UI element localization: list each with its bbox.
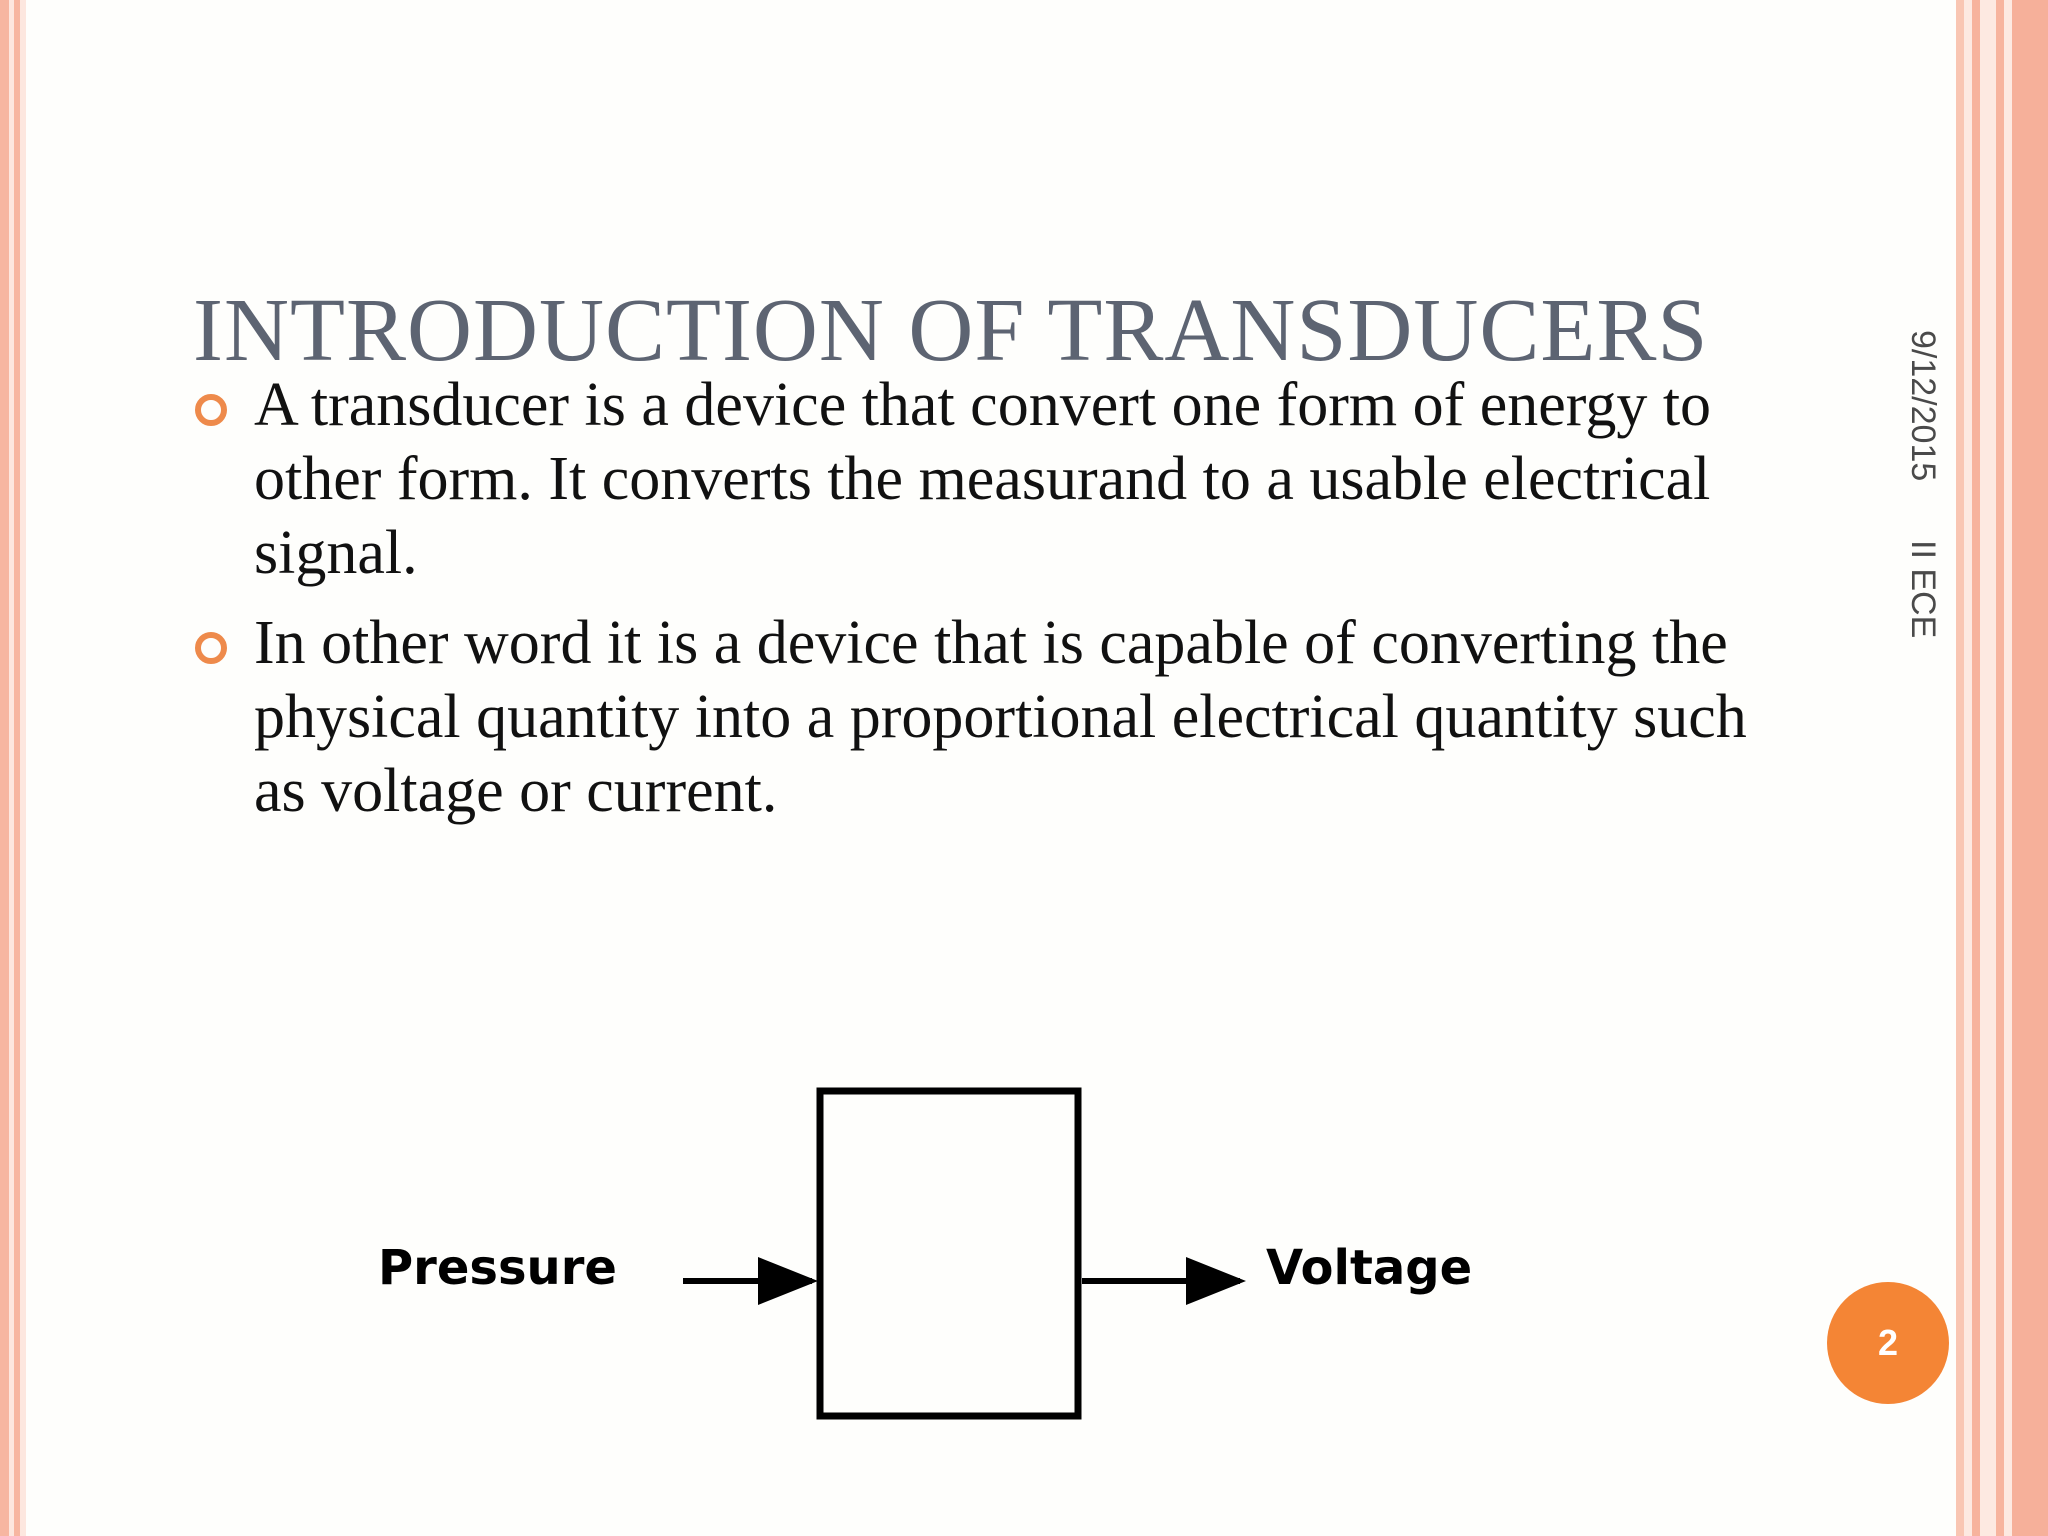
bullet-text: In other word it is a device that is cap…: [254, 609, 1747, 825]
bullet-list: A transducer is a device that convert on…: [188, 368, 1808, 844]
input-label: Pressure: [378, 1240, 617, 1296]
page-number-badge: 2: [1827, 1282, 1949, 1404]
left-border-decoration: [0, 0, 26, 1536]
output-label: Voltage: [1266, 1240, 1473, 1296]
ring-bullet-icon: [195, 394, 227, 426]
course-label: II ECE: [1904, 540, 1942, 639]
bullet-item: In other word it is a device that is cap…: [188, 606, 1808, 828]
slide-title: INTRODUCTION OF TRANSDUCERS: [193, 281, 1709, 380]
right-border-decoration: [1956, 0, 2048, 1536]
bullet-text: A transducer is a device that convert on…: [254, 371, 1712, 587]
slide-date: 9/12/2015: [1904, 330, 1942, 482]
transducer-box: [816, 1087, 1082, 1420]
side-footer: 9/12/2015 II ECE: [1886, 330, 1946, 660]
bullet-item: A transducer is a device that convert on…: [188, 368, 1808, 590]
ring-bullet-icon: [195, 632, 227, 664]
page-number: 2: [1877, 1322, 1899, 1363]
